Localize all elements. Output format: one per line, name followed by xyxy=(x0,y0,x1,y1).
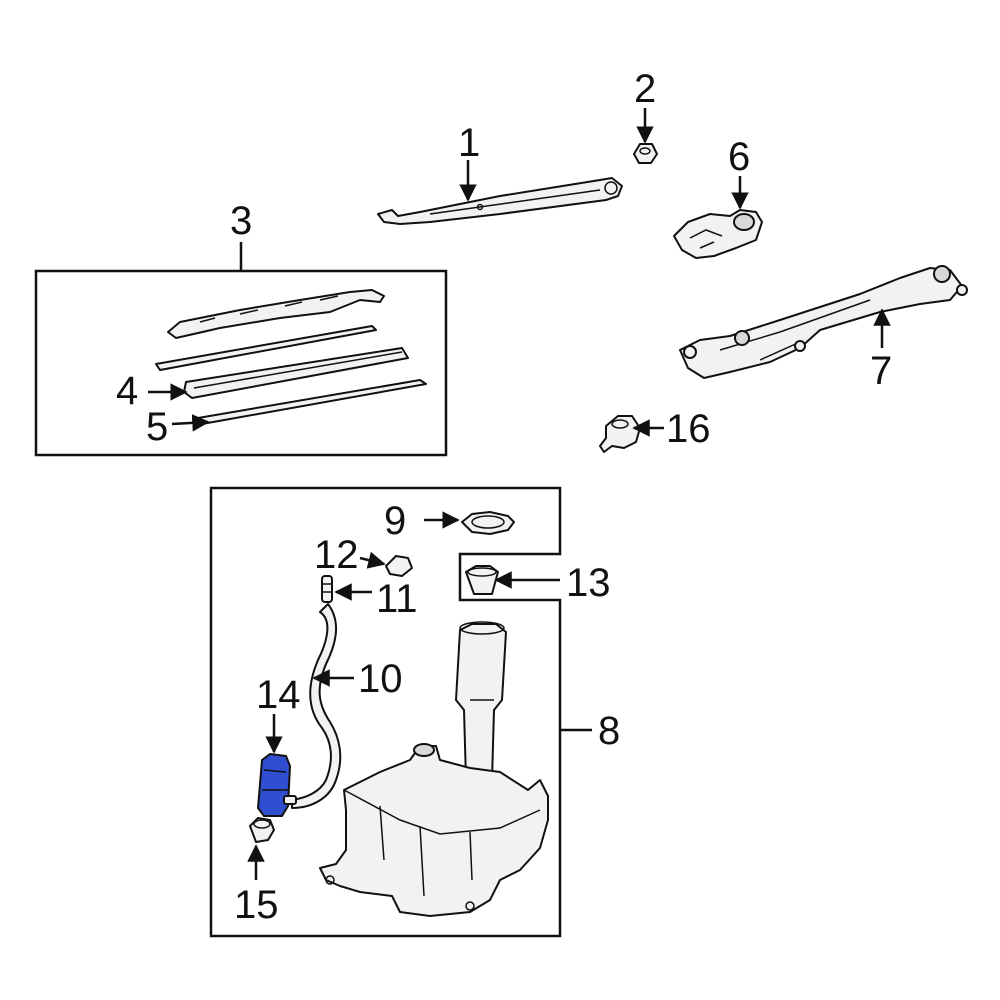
washer-nozzle[interactable] xyxy=(599,415,641,453)
wiper-arm[interactable] xyxy=(377,177,623,225)
callout-9: 9 xyxy=(384,499,406,543)
callout-15: 15 xyxy=(234,883,279,927)
callout-6: 6 xyxy=(728,135,750,179)
washer-pump[interactable] xyxy=(257,753,297,817)
wiper-linkage[interactable] xyxy=(679,265,968,379)
callout-16: 16 xyxy=(666,407,711,451)
callout-8: 8 xyxy=(598,709,620,753)
leader-12 xyxy=(359,551,386,569)
hose-clip[interactable] xyxy=(385,555,413,577)
filler-cap[interactable] xyxy=(465,565,499,595)
wiper-blade-insert[interactable] xyxy=(155,325,377,371)
washer-pump-body xyxy=(257,753,291,817)
hose-connector[interactable] xyxy=(321,575,333,603)
callout-2: 2 xyxy=(634,67,656,111)
pump-grommet[interactable] xyxy=(249,817,275,843)
wiper-blade-frame[interactable] xyxy=(167,289,385,339)
callout-5: 5 xyxy=(146,405,168,449)
cap-seal[interactable] xyxy=(461,511,515,535)
leader-5 xyxy=(171,414,210,432)
callout-14: 14 xyxy=(256,673,301,717)
callout-1: 1 xyxy=(458,121,480,165)
callout-13: 13 xyxy=(566,561,611,605)
wiper-arm-nut[interactable] xyxy=(633,143,658,164)
callout-7: 7 xyxy=(870,349,892,393)
callout-3: 3 xyxy=(230,199,252,243)
washer-reservoir[interactable] xyxy=(319,621,549,917)
callout-11: 11 xyxy=(376,577,418,621)
callout-12: 12 xyxy=(314,533,359,577)
wiper-motor[interactable] xyxy=(673,209,763,259)
callout-4: 4 xyxy=(116,369,138,413)
callout-10: 10 xyxy=(358,657,403,701)
reservoir-assembly-box xyxy=(209,486,562,938)
